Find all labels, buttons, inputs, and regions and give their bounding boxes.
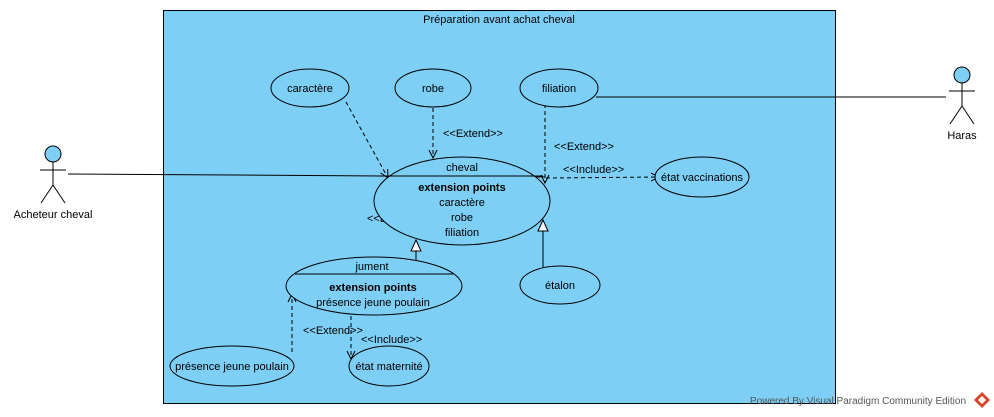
- usecase-etat-vaccinations[interactable]: état vaccinations: [654, 156, 750, 198]
- usecase-label: présence jeune poulain: [175, 361, 289, 373]
- usecase-label: robe: [422, 83, 444, 95]
- usecase-presence-jeune-poulain[interactable]: présence jeune poulain: [169, 345, 295, 387]
- include-label-vaccinations: <<Include>>: [563, 164, 624, 176]
- system-title: Préparation avant achat cheval: [423, 14, 575, 26]
- extension-point: présence jeune poulain: [316, 297, 430, 309]
- watermark: Powered By Visual Paradigm Community Edi…: [750, 392, 990, 408]
- usecase-etalon[interactable]: étalon: [519, 265, 601, 305]
- extension-point: filiation: [445, 227, 479, 239]
- usecase-caractere[interactable]: caractère: [270, 68, 350, 108]
- usecase-label: cheval: [446, 162, 478, 174]
- extend-label-poulain: <<Extend>>: [303, 325, 363, 337]
- actor-acheteur-cheval[interactable]: Acheteur cheval: [14, 145, 93, 221]
- watermark-text: Powered By Visual Paradigm Community Edi…: [750, 396, 966, 407]
- actor-haras[interactable]: Haras: [947, 66, 977, 142]
- usecase-cheval[interactable]: cheval extension points caractère robe f…: [373, 156, 551, 246]
- usecase-etat-maternite[interactable]: état maternité: [348, 345, 430, 387]
- actor-label: Acheteur cheval: [14, 209, 93, 221]
- usecase-label: état maternité: [355, 361, 422, 373]
- usecase-label: état vaccinations: [661, 172, 743, 184]
- actor-head: [953, 66, 971, 84]
- usecase-label: filiation: [542, 83, 576, 95]
- usecase-label: jument: [354, 261, 388, 273]
- extension-point: caractère: [439, 197, 485, 209]
- actor-head: [44, 145, 62, 163]
- extension-point: robe: [451, 212, 473, 224]
- extension-points-header: extension points: [329, 282, 416, 294]
- extend-arrow-caractere: [345, 101, 388, 178]
- usecase-jument[interactable]: jument extension points présence jeune p…: [285, 256, 463, 316]
- extension-points-header: extension points: [418, 182, 505, 194]
- visual-paradigm-logo-icon: [974, 392, 990, 408]
- extend-label-filiation: <<Extend>>: [554, 141, 614, 153]
- extend-label-robe: <<Extend>>: [443, 128, 503, 140]
- actor-label: Haras: [947, 130, 977, 142]
- usecase-filiation[interactable]: filiation: [519, 68, 599, 108]
- include-arrow-vaccinations: [545, 177, 659, 178]
- usecase-label: étalon: [545, 280, 575, 292]
- usecase-label: caractère: [287, 83, 333, 95]
- include-label-maternite: <<Include>>: [361, 334, 422, 346]
- usecase-robe[interactable]: robe: [394, 68, 472, 108]
